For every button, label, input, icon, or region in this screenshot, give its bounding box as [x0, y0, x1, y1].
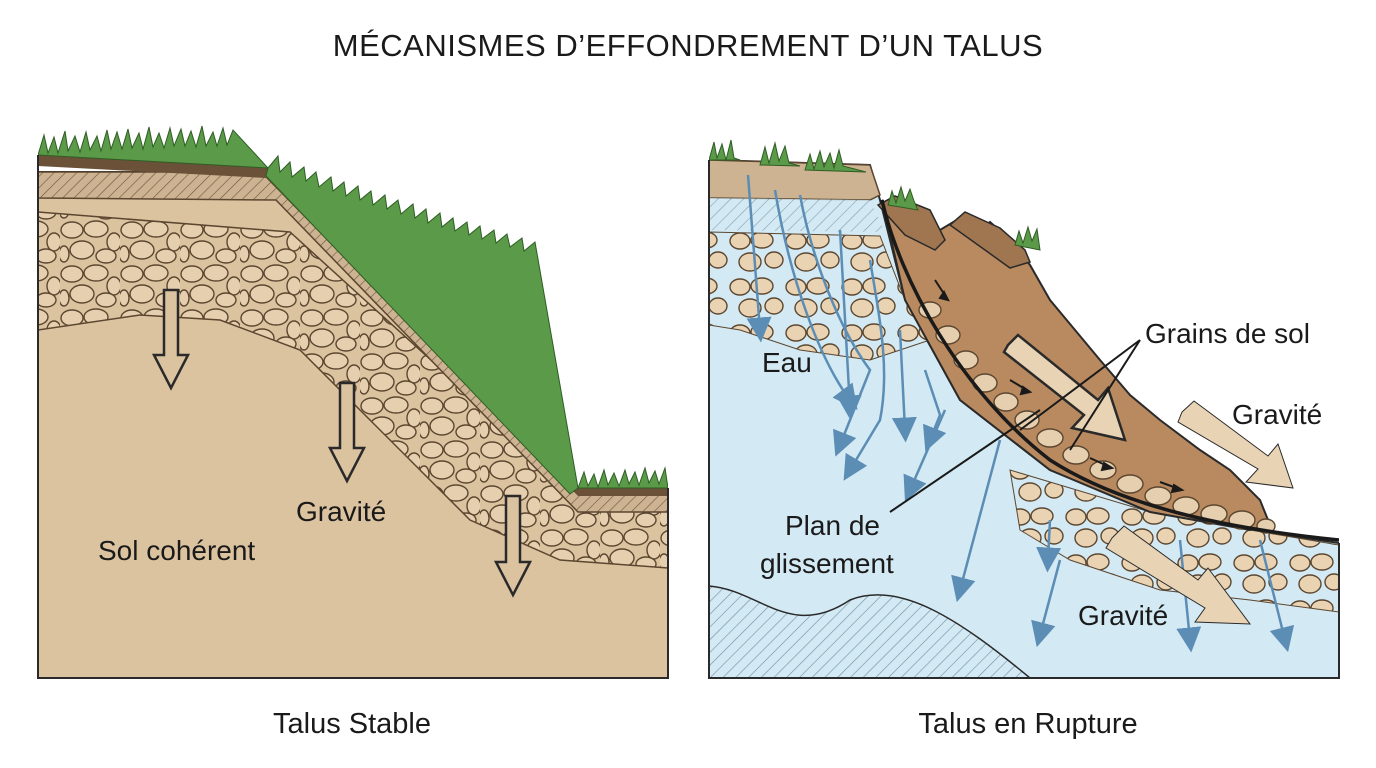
gravity-arrow-mass [1002, 333, 1127, 442]
grass-strip-left [38, 125, 270, 169]
grass-strip-slope [265, 154, 579, 495]
failure-slope-panel [709, 139, 1339, 679]
gravity-arrow-1 [151, 288, 191, 391]
slip-plane-line [880, 199, 1339, 542]
cohesive-soil-label: Sol cohérent [98, 535, 255, 566]
gravity-arrow-3 [493, 494, 533, 598]
soil-grains-in-mass [918, 301, 1276, 534]
gravity-label-stable: Gravité [296, 496, 386, 527]
slip-plane-label-line1: Plan de [785, 510, 880, 541]
stable-panel-caption: Talus Stable [273, 708, 431, 740]
soil-grains-label: Grains de sol [1145, 318, 1310, 349]
stable-slope-panel [38, 125, 668, 679]
grass-strip-right [577, 466, 668, 489]
upper-soil-hatch [709, 198, 885, 232]
water-label: Eau [762, 347, 812, 378]
gravity-arrow-lower [1105, 525, 1252, 625]
gravity-arrow-2 [327, 381, 367, 484]
gravity-label-upper: Gravité [1232, 399, 1322, 430]
grass-tufts-right [709, 139, 1041, 251]
diagram-title: MÉCANISMES D’EFFONDREMENT D’UN TALUS [332, 28, 1044, 63]
bedrock-hatch [709, 585, 1033, 679]
failure-panel-caption: Talus en Rupture [918, 708, 1137, 740]
gravity-label-lower: Gravité [1078, 600, 1168, 631]
slip-plane-label-line2: glissement [760, 548, 894, 579]
slide-block-1 [876, 195, 946, 251]
slide-block-2 [948, 211, 1032, 269]
gravity-arrow-upper [1177, 400, 1294, 489]
mass-motion-arrows [934, 279, 1185, 494]
label-pointers [889, 339, 1141, 513]
